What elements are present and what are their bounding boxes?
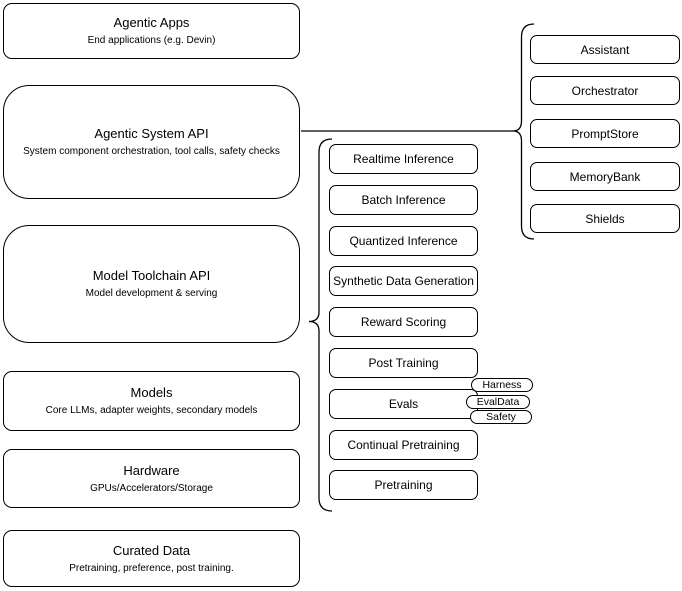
node-agentic-system-api: Agentic System API System component orch…: [3, 85, 300, 199]
node-assistant: Assistant: [530, 35, 680, 64]
node-label: Quantized Inference: [349, 234, 458, 248]
node-subtitle: End applications (e.g. Devin): [87, 35, 216, 46]
node-label: Realtime Inference: [353, 152, 454, 166]
node-realtime-inference: Realtime Inference: [329, 144, 478, 174]
node-shields: Shields: [530, 204, 680, 233]
node-subtitle: Pretraining, preference, post training.: [69, 562, 234, 574]
node-label: Pretraining: [374, 478, 433, 492]
node-subtitle: System component orchestration, tool cal…: [23, 146, 280, 157]
node-reward-scoring: Reward Scoring: [329, 307, 478, 337]
node-title: Agentic Apps: [113, 15, 190, 30]
node-label: MemoryBank: [569, 169, 641, 184]
node-batch-inference: Batch Inference: [329, 185, 478, 215]
node-label: Batch Inference: [361, 193, 446, 207]
tag-label: EvalData: [476, 396, 520, 408]
tag-evaldata: EvalData: [466, 395, 530, 409]
node-post-training: Post Training: [329, 348, 478, 378]
node-label: Continual Pretraining: [347, 438, 460, 452]
node-label: Orchestrator: [571, 83, 639, 98]
node-orchestrator: Orchestrator: [530, 76, 680, 105]
node-title: Curated Data: [112, 542, 191, 558]
node-subtitle: Core LLMs, adapter weights, secondary mo…: [45, 405, 258, 416]
node-model-toolchain-api: Model Toolchain API Model development & …: [3, 225, 300, 343]
node-label: Shields: [585, 211, 625, 226]
node-title: Hardware: [123, 462, 180, 478]
node-evals: Evals: [329, 389, 478, 419]
tag-safety: Safety: [470, 410, 532, 424]
node-label: PromptStore: [571, 126, 639, 141]
tag-label: Harness: [482, 379, 522, 391]
node-quantized-inference: Quantized Inference: [329, 226, 478, 256]
node-title: Models: [130, 385, 173, 400]
node-pretraining: Pretraining: [329, 470, 478, 500]
node-subtitle: Model development & serving: [85, 288, 218, 299]
node-synthetic-data-generation: Synthetic Data Generation: [329, 266, 478, 296]
node-label: Reward Scoring: [360, 315, 447, 329]
node-label: Evals: [388, 397, 419, 411]
node-models: Models Core LLMs, adapter weights, secon…: [3, 371, 300, 431]
node-label: Assistant: [580, 42, 630, 57]
node-label: Post Training: [368, 356, 439, 370]
node-title: Agentic System API: [94, 126, 209, 141]
tag-harness: Harness: [471, 378, 533, 392]
node-subtitle: GPUs/Accelerators/Storage: [90, 482, 213, 494]
node-title: Model Toolchain API: [92, 268, 211, 283]
node-agentic-apps: Agentic Apps End applications (e.g. Devi…: [3, 3, 300, 59]
node-promptstore: PromptStore: [530, 119, 680, 148]
node-curated-data: Curated Data Pretraining, preference, po…: [3, 530, 300, 587]
node-continual-pretraining: Continual Pretraining: [329, 430, 478, 460]
tag-label: Safety: [486, 411, 516, 423]
node-hardware: Hardware GPUs/Accelerators/Storage: [3, 449, 300, 508]
node-memorybank: MemoryBank: [530, 162, 680, 191]
node-label: Synthetic Data Generation: [333, 274, 474, 288]
